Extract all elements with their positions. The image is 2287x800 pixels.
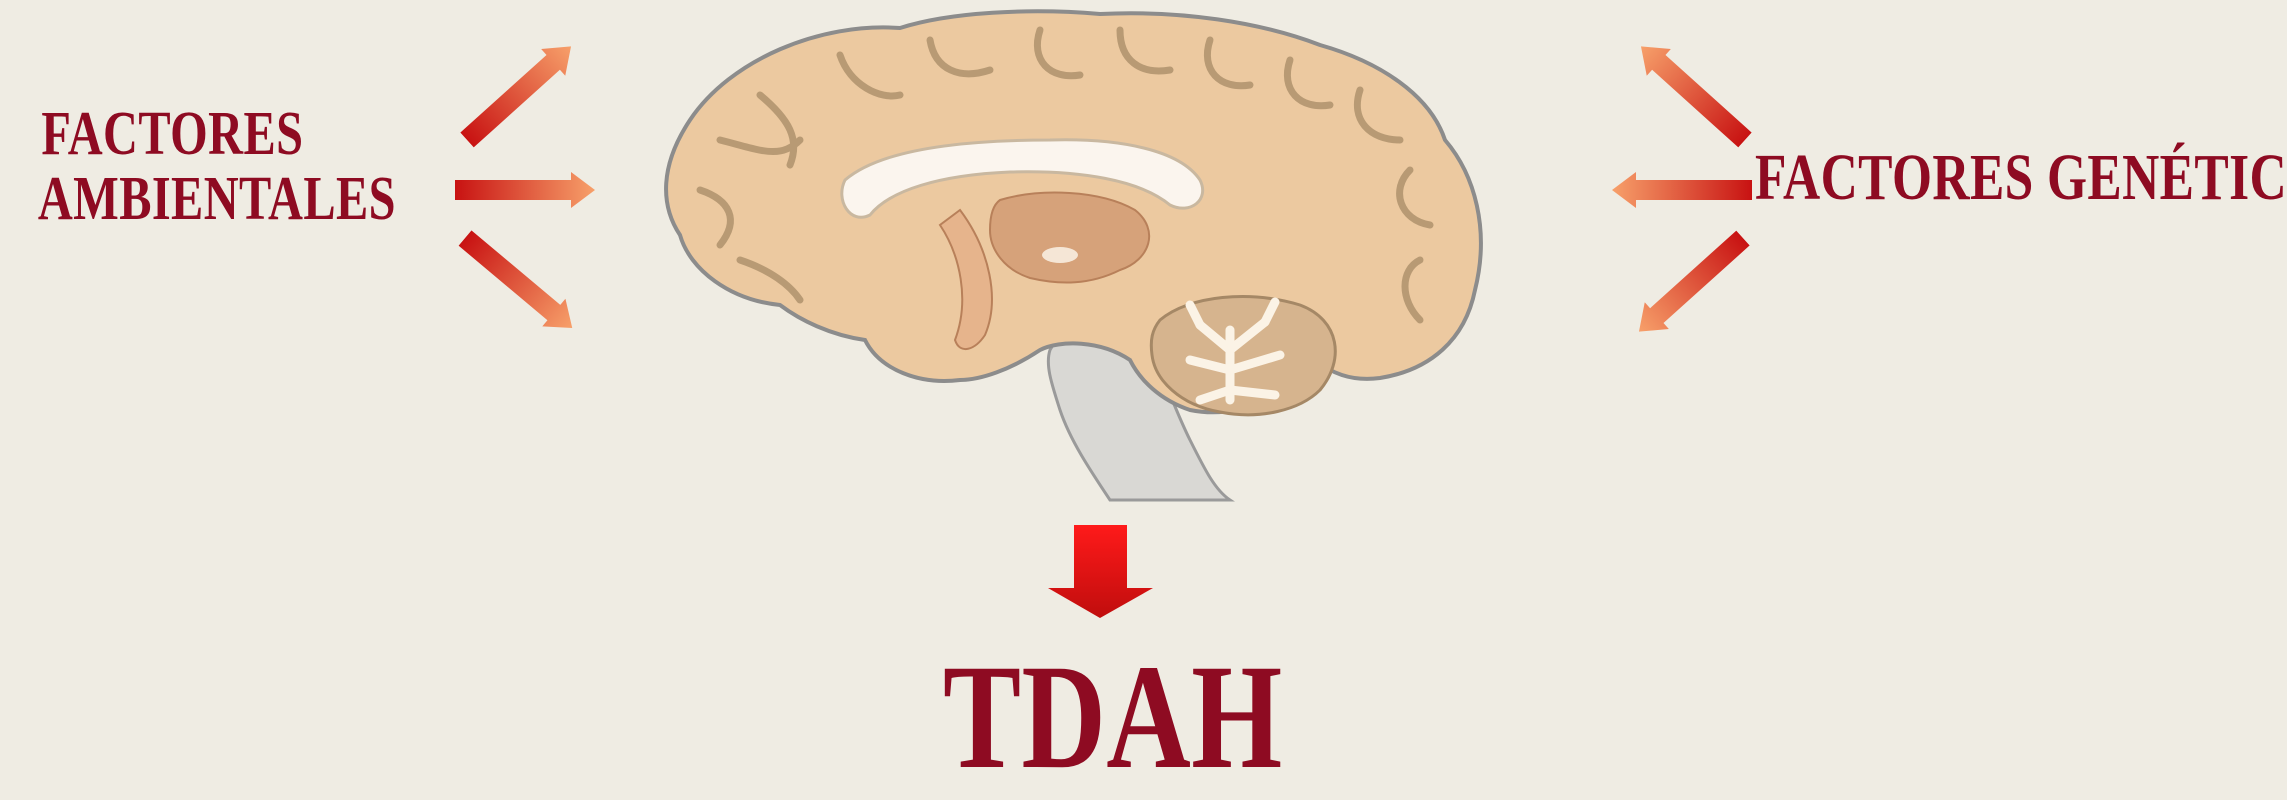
right-arrow-down-icon [1627, 225, 1755, 345]
environmental-factors-line-2: AMBIENTALES [38, 167, 307, 232]
left-arrow-up-icon [455, 33, 583, 153]
down-arrow-icon [1048, 525, 1153, 618]
right-arrow-up-icon [1629, 33, 1757, 153]
left-arrow-down-icon [453, 224, 583, 342]
environmental-factors-label: FACTORES AMBIENTALES [38, 102, 307, 232]
brain-sagittal-section-icon [666, 11, 1481, 500]
right-arrow-group [1612, 33, 1757, 345]
left-arrow-middle-icon [455, 172, 595, 208]
environmental-factors-line-1: FACTORES [38, 102, 307, 167]
left-arrow-group [453, 33, 595, 342]
genetic-factors-label: FACTORES GENÉTICOS [1755, 143, 2287, 212]
right-arrow-middle-icon [1612, 172, 1752, 208]
tdah-result-label: TDAH [943, 642, 1283, 792]
